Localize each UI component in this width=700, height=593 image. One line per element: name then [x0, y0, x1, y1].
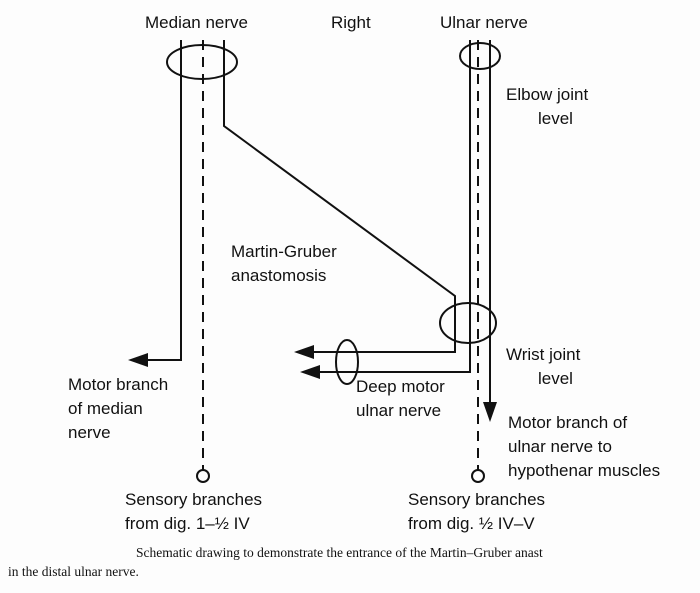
motor-median-label-line2: of median: [68, 399, 143, 418]
motor-ulnar-label-line2: ulnar nerve to: [508, 437, 612, 456]
crossover-motor-arrowhead: [294, 345, 314, 359]
median-motor-fiber: [146, 40, 182, 361]
wrist-label-line1: Wrist joint: [506, 345, 581, 364]
side-label: Right: [331, 13, 371, 32]
elbow-label-line1: Elbow joint: [506, 85, 588, 104]
sensory-right-label-line1: Sensory branches: [408, 490, 545, 509]
sensory-left-label-line2: from dig. 1–½ IV: [125, 514, 250, 533]
motor-median-label-line1: Motor branch: [68, 375, 168, 394]
median-nerve-label: Median nerve: [145, 13, 248, 32]
martin-gruber-label-line2: anastomosis: [231, 266, 326, 285]
ulnar-motor-fiber: [318, 40, 471, 373]
crossover-fiber: [223, 40, 456, 353]
ulnar-elbow-ellipse: [459, 42, 501, 70]
median-motor-arrowhead: [128, 353, 148, 367]
deep-motor-ellipse: [335, 339, 359, 385]
wrist-label-line2: level: [538, 369, 573, 388]
motor-median-label-line3: nerve: [68, 423, 111, 442]
median-sensory-ending: [196, 469, 210, 483]
sensory-right-label-line2: from dig. ½ IV–V: [408, 514, 535, 533]
deep-motor-label-line2: ulnar nerve: [356, 401, 441, 420]
caption-line2: in the distal ulnar nerve.: [8, 564, 139, 579]
sensory-left-label-line1: Sensory branches: [125, 490, 262, 509]
deep-motor-arrowhead: [300, 365, 320, 379]
median-elbow-ellipse: [166, 44, 238, 80]
deep-motor-label-line1: Deep motor: [356, 377, 445, 396]
caption-line1: Schematic drawing to demonstrate the ent…: [136, 545, 543, 560]
elbow-label-line2: level: [538, 109, 573, 128]
motor-ulnar-label-line1: Motor branch of: [508, 413, 627, 432]
martin-gruber-label-line1: Martin-Gruber: [231, 242, 337, 261]
hypothenar-arrowhead: [483, 402, 497, 422]
wrist-ellipse: [439, 302, 497, 344]
motor-ulnar-label-line3: hypothenar muscles: [508, 461, 660, 480]
ulnar-nerve-label: Ulnar nerve: [440, 13, 528, 32]
ulnar-sensory-ending: [471, 469, 485, 483]
